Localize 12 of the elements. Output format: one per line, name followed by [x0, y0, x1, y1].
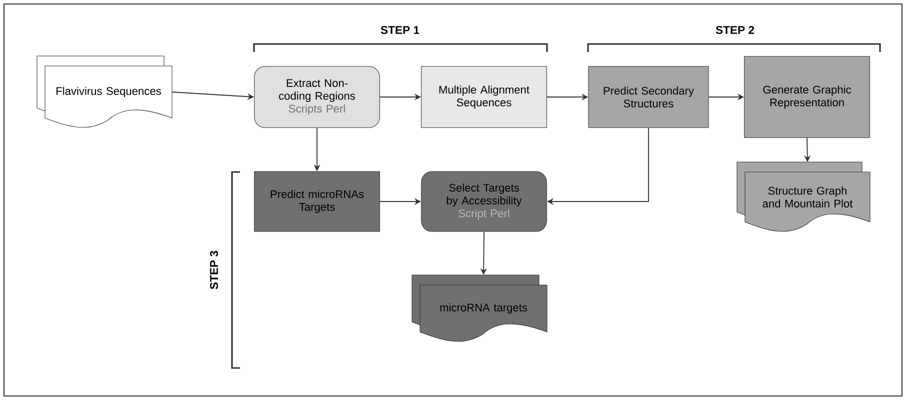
- process-box: Predict microRNAs Targets: [254, 171, 380, 232]
- step-label: STEP 2: [716, 26, 754, 34]
- document-stack: Structure Graph and Mountain Plot: [736, 162, 870, 232]
- process-box: Select Targets by Accessibility Script Perl: [421, 171, 547, 232]
- process-box: Extract Non-coding Regions Scripts Perl: [254, 66, 380, 128]
- step-label: STEP 1: [380, 26, 420, 34]
- document-stack: microRNA targets: [412, 274, 548, 342]
- step-label: STEP 3: [210, 250, 218, 290]
- process-box: Multiple Alignment Sequences: [421, 66, 547, 128]
- process-box: Generate Graphic Representation: [744, 56, 870, 138]
- process-box: Predict Secondary Structures: [588, 66, 709, 128]
- document-stack: Flavivirus Sequences: [36, 56, 172, 128]
